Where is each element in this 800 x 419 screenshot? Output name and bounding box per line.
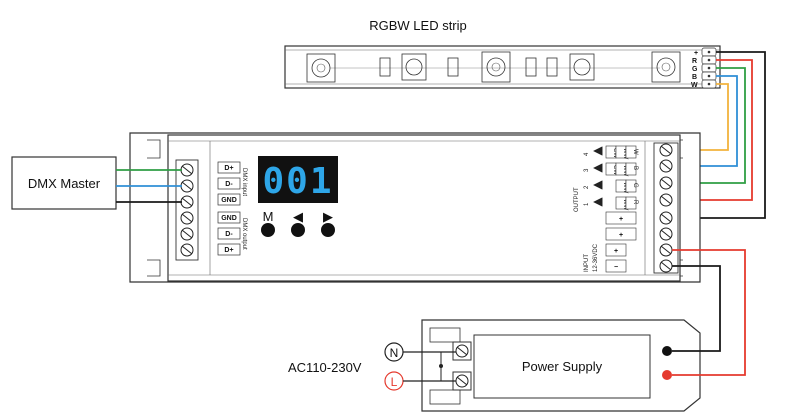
channel-label: B bbox=[632, 166, 638, 170]
controller-body bbox=[167, 134, 681, 282]
input-voltage-label: 12-36VDC bbox=[593, 243, 599, 272]
channel-label: G bbox=[632, 183, 638, 188]
power-supply: Power Supply bbox=[421, 319, 701, 412]
strip-title: RGBW LED strip bbox=[369, 18, 467, 33]
input-term-label: − bbox=[614, 264, 618, 271]
output-label: OUTPUT bbox=[574, 187, 580, 212]
input-label: INPUT bbox=[584, 254, 590, 272]
dmx-output-label: DMX output bbox=[241, 218, 247, 250]
dc-minus-terminal bbox=[662, 346, 672, 356]
channel-label: CW bbox=[612, 148, 618, 158]
strip-pin-label: R bbox=[692, 58, 697, 65]
resistor bbox=[525, 57, 537, 77]
output-terminal-block bbox=[653, 142, 679, 274]
dmx-master-box bbox=[11, 156, 117, 210]
strip-pin-label: W bbox=[691, 82, 698, 89]
dmx-master: DMX Master bbox=[11, 156, 117, 210]
dmx-in-terminal-label: D+ bbox=[224, 165, 233, 172]
dmx-out-terminal-label: GND bbox=[221, 215, 237, 222]
led-strip: RGBW LED strip bbox=[284, 18, 721, 89]
strip-pads bbox=[701, 47, 717, 89]
strip-pin-label: + bbox=[694, 50, 698, 57]
dmx-output-labels: GND D- D+ DMX output bbox=[217, 211, 247, 256]
resistor bbox=[379, 57, 391, 77]
channel-label: W bbox=[632, 149, 638, 155]
strip-pin-label: B bbox=[692, 74, 697, 81]
dc-plus-terminal bbox=[662, 370, 672, 380]
wire-green bbox=[680, 67, 746, 184]
up-button[interactable] bbox=[321, 223, 335, 237]
dmx-wires bbox=[116, 169, 182, 203]
output-plus-label: + bbox=[619, 232, 623, 239]
dmx-input-label: DMX input bbox=[241, 168, 247, 196]
input-label-area: INPUT 12-36VDC + − bbox=[584, 243, 627, 273]
channel-label: WW bbox=[622, 165, 628, 177]
channel-label: CW bbox=[612, 165, 618, 175]
live-label: L bbox=[391, 375, 398, 389]
led-chip bbox=[569, 53, 595, 81]
output-label-area: OUTPUT 4 3 2 1 CW WW W CW WW bbox=[574, 145, 638, 241]
dmx-decoder: D+ D- GND DMX input GND D- D+ DMX output… bbox=[129, 132, 701, 283]
display-digits: 001 bbox=[262, 161, 333, 202]
down-button[interactable] bbox=[291, 223, 305, 237]
mode-button[interactable] bbox=[261, 223, 275, 237]
button-label-right: ▶ bbox=[323, 209, 333, 224]
dmx-out-terminal-label: D- bbox=[225, 231, 233, 238]
led-chip bbox=[651, 51, 681, 83]
wire-dc-minus bbox=[672, 265, 721, 352]
strip-body bbox=[284, 45, 721, 89]
wire-dc-plus bbox=[672, 249, 746, 376]
wire-plus bbox=[680, 51, 766, 219]
power-supply-label: Power Supply bbox=[522, 359, 603, 374]
address-display bbox=[258, 156, 338, 203]
dmx-terminal-block bbox=[175, 159, 199, 261]
control-buttons: M ◀ ▶ bbox=[261, 209, 335, 237]
input-term-label: + bbox=[614, 248, 618, 255]
dc-wires bbox=[672, 249, 746, 376]
power-supply-panel bbox=[473, 334, 651, 399]
dmx-master-label: DMX Master bbox=[28, 176, 101, 191]
button-label-m: M bbox=[263, 209, 274, 224]
output-number: 3 bbox=[584, 168, 590, 172]
ac-input: AC110-230V N L bbox=[288, 342, 456, 391]
channel-label: R bbox=[632, 200, 638, 205]
led-chip bbox=[306, 53, 336, 83]
channel-label: WW bbox=[622, 182, 628, 194]
channel-label: WW bbox=[622, 148, 628, 160]
resistor bbox=[447, 57, 459, 77]
led-chip bbox=[481, 51, 511, 83]
dmx-out-terminal-label: D+ bbox=[224, 247, 233, 254]
wire-white bbox=[680, 83, 729, 151]
output-number: 2 bbox=[584, 185, 590, 189]
resistor bbox=[546, 57, 558, 77]
wire-blue bbox=[680, 75, 738, 167]
channel-label: WW bbox=[622, 199, 628, 211]
neutral-label: N bbox=[390, 346, 399, 360]
output-number: 1 bbox=[584, 202, 590, 206]
strip-pin-label: G bbox=[692, 66, 698, 73]
dmx-input-labels: D+ D- GND DMX input bbox=[217, 161, 247, 206]
wire-red bbox=[680, 59, 753, 201]
dmx-in-terminal-label: GND bbox=[221, 197, 237, 204]
ac-voltage-label: AC110-230V bbox=[288, 360, 362, 375]
button-label-left: ◀ bbox=[293, 209, 303, 224]
dmx-in-terminal-label: D- bbox=[225, 181, 233, 188]
led-chip bbox=[401, 53, 427, 81]
output-number: 4 bbox=[584, 152, 590, 156]
output-wires bbox=[680, 51, 766, 219]
output-plus-label: + bbox=[619, 216, 623, 223]
